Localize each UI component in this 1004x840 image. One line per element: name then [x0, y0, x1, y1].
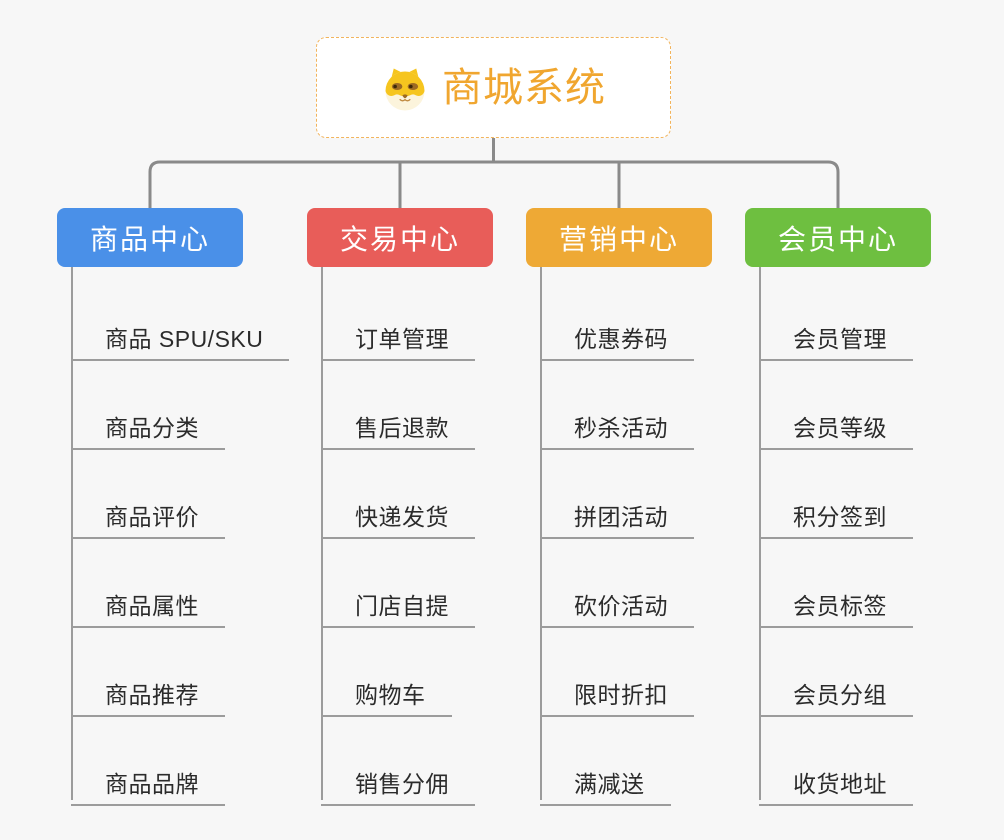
dog-face-icon — [385, 68, 425, 110]
topic-node[interactable]: 收货地址 — [759, 759, 913, 806]
root-node[interactable]: 商城系统 — [316, 37, 671, 138]
topic-node[interactable]: 拼团活动 — [540, 492, 694, 539]
branch-spine — [71, 267, 73, 800]
topic-node[interactable]: 会员等级 — [759, 403, 913, 450]
topic-node[interactable]: 满减送 — [540, 759, 671, 806]
topic-node[interactable]: 会员管理 — [759, 314, 913, 361]
topic-node[interactable]: 秒杀活动 — [540, 403, 694, 450]
topic-node[interactable]: 购物车 — [321, 670, 452, 717]
topic-node[interactable]: 订单管理 — [321, 314, 475, 361]
branch-node-marketing-center[interactable]: 营销中心 — [526, 208, 712, 267]
topic-node[interactable]: 商品 SPU/SKU — [71, 314, 290, 361]
branch-node-member-center[interactable]: 会员中心 — [745, 208, 931, 267]
topic-node[interactable]: 限时折扣 — [540, 670, 694, 717]
branch-node-product-center[interactable]: 商品中心 — [57, 208, 243, 267]
topic-node[interactable]: 售后退款 — [321, 403, 475, 450]
topic-node[interactable]: 优惠券码 — [540, 314, 694, 361]
branch-column-product-center: 商品中心 商品 SPU/SKU 商品分类 商品评价 商品属性 商品推荐 商品品牌 — [57, 208, 307, 808]
branch-column-trade-center: 交易中心 订单管理 售后退款 快递发货 门店自提 购物车 销售分佣 — [307, 208, 557, 808]
topic-node[interactable]: 商品推荐 — [71, 670, 225, 717]
topic-node[interactable]: 门店自提 — [321, 581, 475, 628]
topic-node[interactable]: 商品评价 — [71, 492, 225, 539]
topic-node[interactable]: 快递发货 — [321, 492, 475, 539]
branch-node-trade-center[interactable]: 交易中心 — [307, 208, 493, 267]
branch-column-member-center: 会员中心 会员管理 会员等级 积分签到 会员标签 会员分组 收货地址 — [745, 208, 995, 808]
branch-spine — [321, 267, 323, 800]
topic-node[interactable]: 积分签到 — [759, 492, 913, 539]
topic-node[interactable]: 商品属性 — [71, 581, 225, 628]
topic-node[interactable]: 砍价活动 — [540, 581, 694, 628]
topic-node[interactable]: 销售分佣 — [321, 759, 475, 806]
topic-node[interactable]: 会员分组 — [759, 670, 913, 717]
topic-node[interactable]: 会员标签 — [759, 581, 913, 628]
topic-node[interactable]: 商品分类 — [71, 403, 225, 450]
branch-column-marketing-center: 营销中心 优惠券码 秒杀活动 拼团活动 砍价活动 限时折扣 满减送 — [526, 208, 776, 808]
branch-spine — [540, 267, 542, 800]
topic-node[interactable]: 商品品牌 — [71, 759, 225, 806]
root-title: 商城系统 — [442, 65, 606, 110]
branch-spine — [759, 267, 761, 800]
